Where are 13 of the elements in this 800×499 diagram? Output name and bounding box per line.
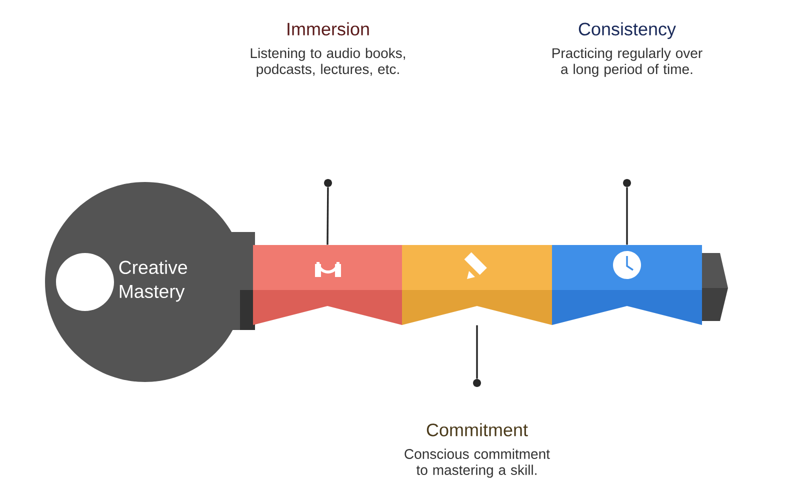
callout-text: Commitment Conscious commitment to mastering a skill. bbox=[404, 423, 550, 478]
leader-dot bbox=[324, 179, 332, 187]
ribbon-segment bbox=[552, 245, 702, 325]
leader-line bbox=[626, 187, 628, 245]
callout-text: Consistency Practicing regularly over a long period of time. bbox=[552, 22, 702, 77]
leader-dot bbox=[623, 179, 631, 187]
callout-text: Immersion Listening to audio books, podcasts, lectures, etc. bbox=[250, 22, 405, 77]
leader-dot bbox=[473, 379, 481, 387]
ribbon-segment bbox=[402, 245, 552, 325]
ribbon-segment bbox=[253, 245, 402, 325]
leader-line bbox=[326, 187, 329, 245]
leader-line bbox=[476, 325, 478, 379]
key-label: Creative Mastery bbox=[119, 260, 188, 302]
